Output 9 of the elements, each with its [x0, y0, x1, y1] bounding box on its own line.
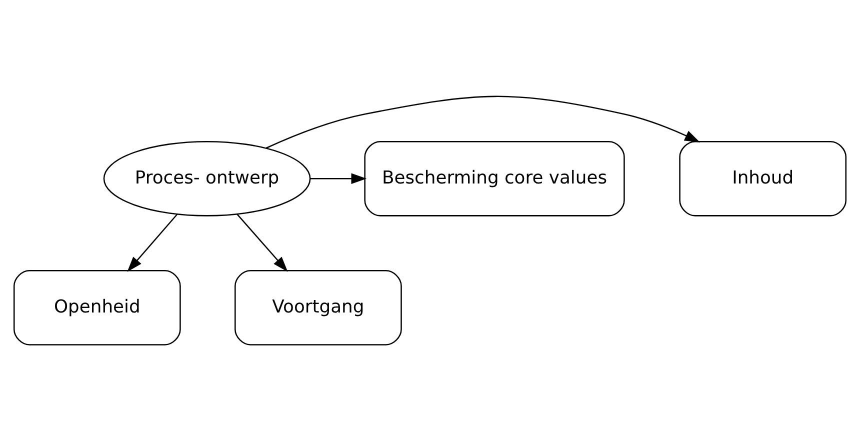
node-box: Openheid [12, 270, 180, 346]
arrow [310, 173, 366, 184]
arrow [236, 214, 288, 272]
arrow [265, 96, 700, 149]
arrow [126, 214, 178, 272]
node-box: Voortgang [234, 270, 402, 346]
node-box: Inhoud [678, 140, 846, 216]
node-ellipse: Proces- ontwerp [102, 140, 310, 216]
node-box: Bescherming core values [364, 140, 624, 216]
